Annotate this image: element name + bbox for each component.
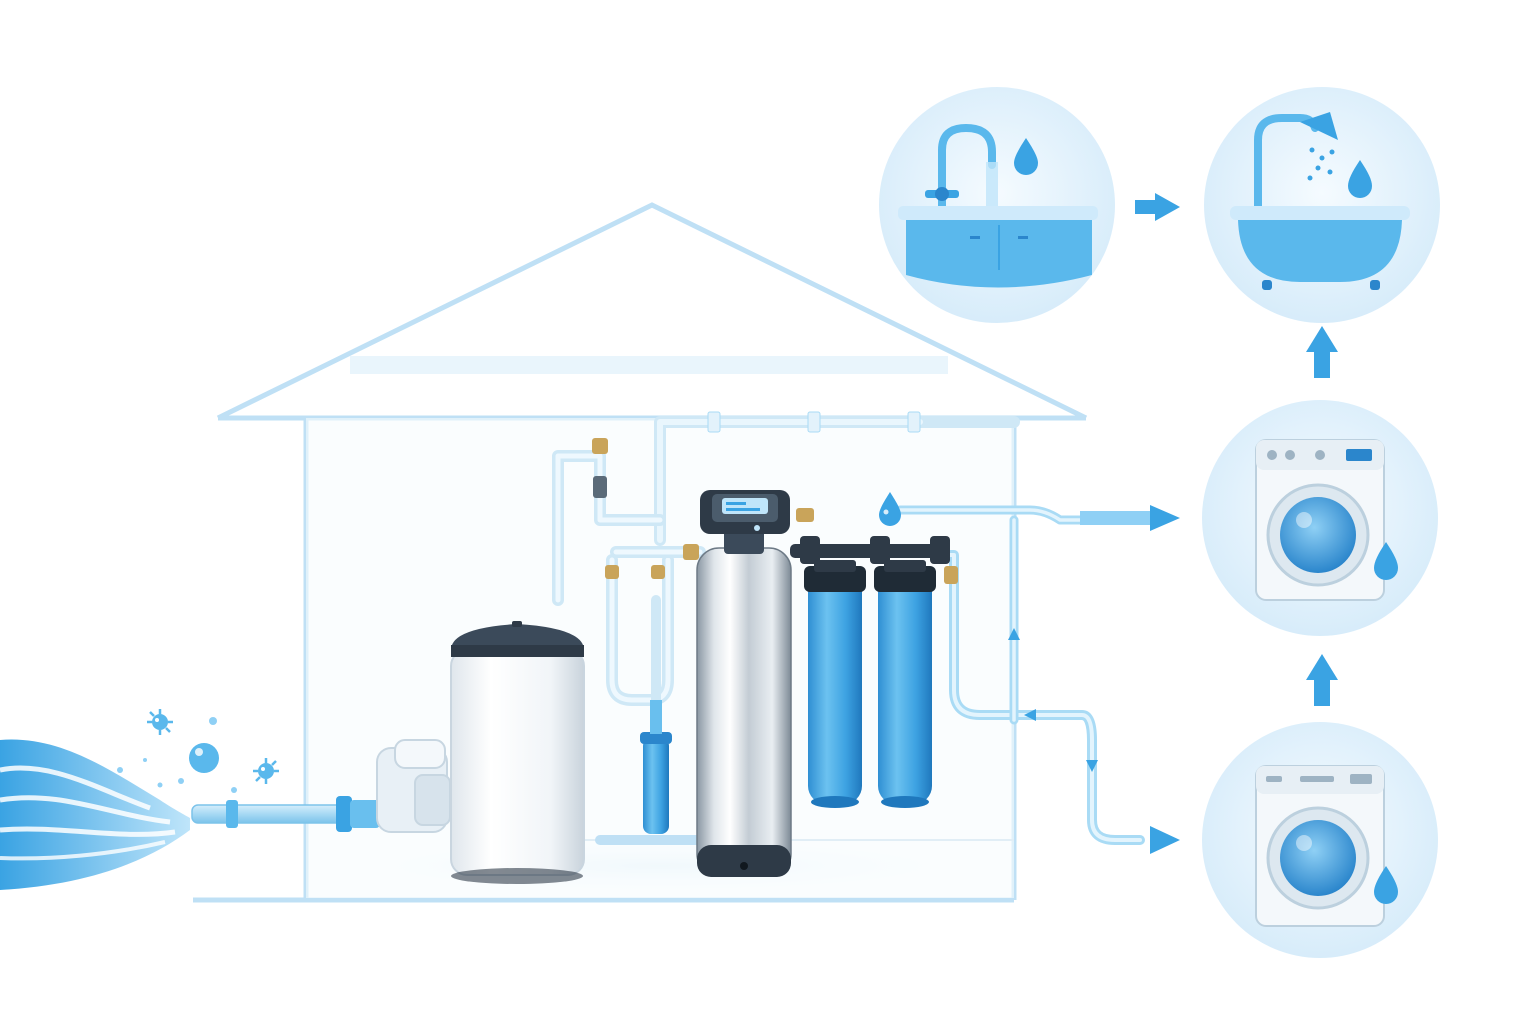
flow-arrows (1080, 193, 1338, 854)
arrow-up-icon (1306, 654, 1338, 706)
softener-tank-icon (696, 547, 792, 877)
inlet-pipe (191, 739, 451, 833)
filter-cartridge-icon (874, 560, 936, 808)
bubble-icon (178, 717, 237, 793)
kitchen-sink-icon (879, 87, 1115, 323)
house-ceiling-band (350, 356, 948, 374)
bacteria-icon (253, 758, 279, 784)
control-valve-icon (700, 490, 790, 554)
bathtub-shower-icon (1204, 87, 1440, 323)
filter-manifold (790, 536, 958, 584)
arrow-right-icon (1150, 826, 1180, 854)
arrow-right-icon (1135, 193, 1180, 221)
washing-machine-icon (1202, 400, 1438, 636)
flow-arrow-icon (1008, 628, 1098, 772)
brine-tank-icon (450, 621, 585, 884)
arrow-right-icon (1080, 505, 1180, 531)
plumbing-pipes (552, 416, 1145, 845)
pipe-fittings (592, 411, 921, 579)
washing-machine-icon (1202, 722, 1438, 958)
sediment-filter-icon (640, 700, 672, 834)
bacteria-icon (147, 709, 173, 735)
arrow-up-icon (1306, 326, 1338, 378)
water-wave-icon (0, 739, 190, 890)
filter-cartridge-icon (804, 560, 866, 808)
water-drop-icon (879, 492, 901, 526)
